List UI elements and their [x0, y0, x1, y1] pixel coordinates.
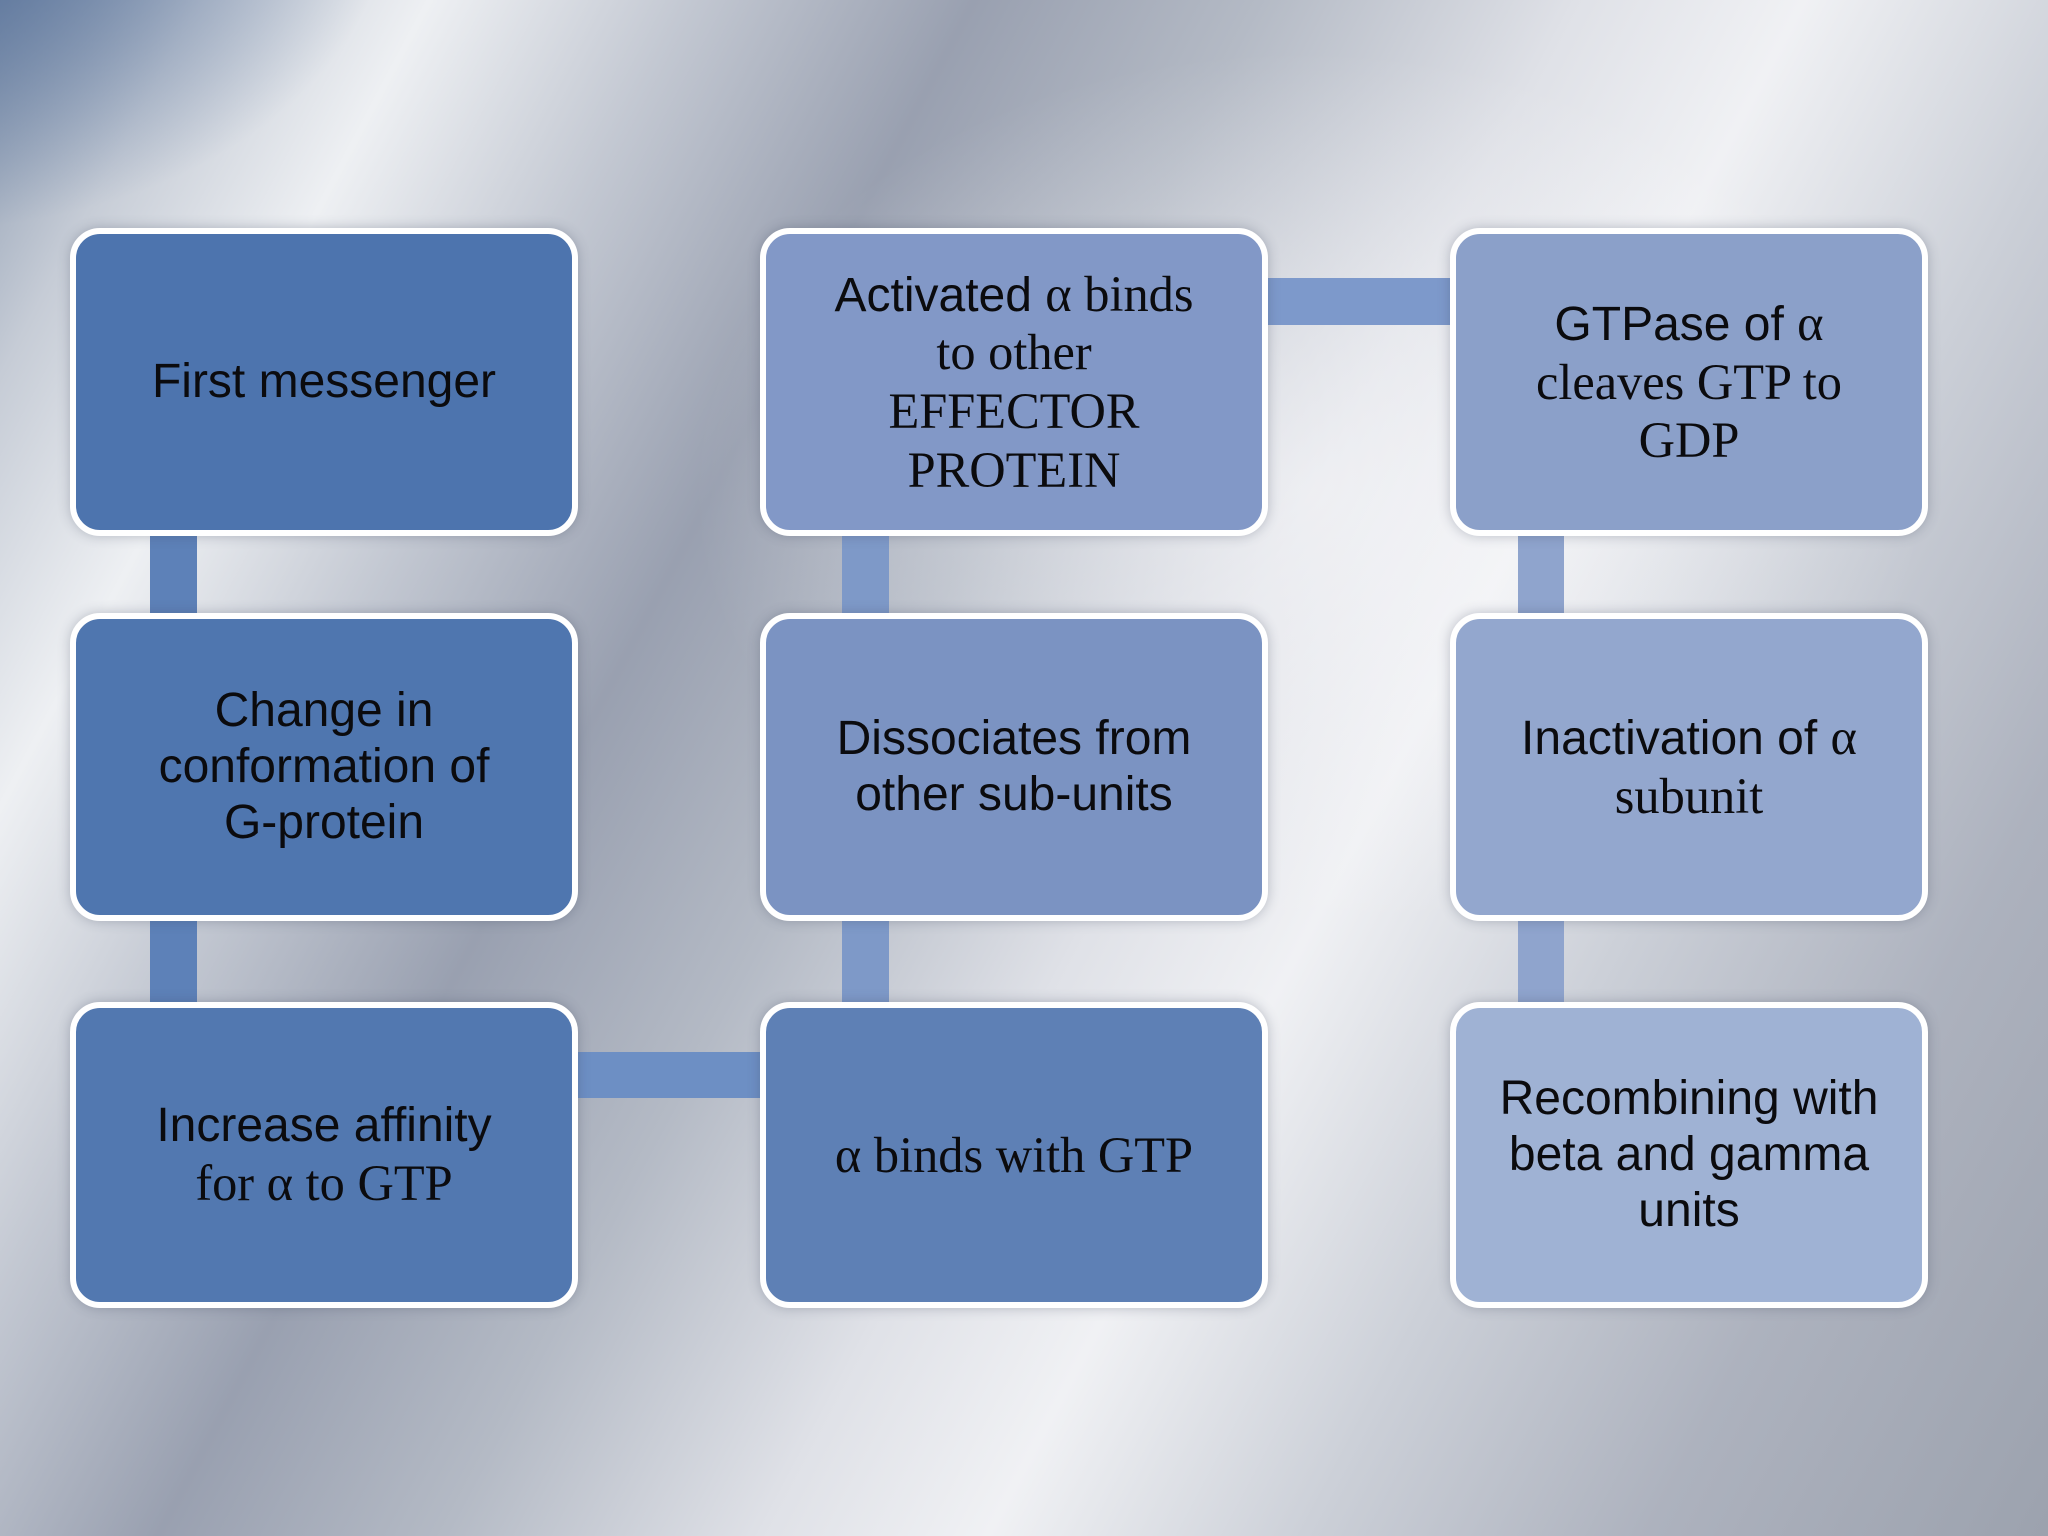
node-alpha-binds-gtp: α binds with GTP: [760, 1002, 1268, 1308]
connector-change-to-increase-affinity: [150, 908, 197, 1014]
node-first-messenger: First messenger: [70, 228, 578, 536]
connector-gtpase-to-inactivation: [1518, 521, 1564, 625]
connector-activated-alpha-to-gtpase: [1255, 278, 1465, 325]
node-inactivation-alpha-subunit: Inactivation of α subunit: [1450, 613, 1928, 921]
connector-increase-affinity-to-alpha-gtp: [560, 1052, 775, 1098]
node-text-segment: units: [1638, 1183, 1740, 1237]
node-text-segment: Change in: [214, 684, 434, 738]
node-text-segment: EFFECTOR: [888, 383, 1140, 439]
node-text-segment: Increase affinity: [156, 1098, 492, 1152]
node-text-segment: α binds with GTP: [834, 1126, 1194, 1183]
node-text-segment: G-protein: [223, 795, 425, 849]
node-text-segment: subunit: [1614, 768, 1764, 824]
node-first-messenger-label: First messenger: [102, 354, 546, 410]
node-text-segment: GTPase of: [1554, 297, 1798, 351]
node-text-segment: for α to GTP: [195, 1154, 453, 1211]
connector-inactivation-to-recombining: [1518, 908, 1564, 1014]
node-text-segment: beta and gamma: [1508, 1128, 1870, 1182]
node-text-segment: GDP: [1638, 412, 1740, 469]
node-text-segment: α: [1797, 294, 1824, 351]
node-text-segment: other sub-units: [855, 768, 1173, 821]
node-text-segment: Dissociates from: [836, 712, 1192, 766]
node-text-segment: to other: [936, 324, 1092, 381]
node-text-segment: Inactivation of: [1521, 712, 1831, 766]
connector-first-messenger-to-change: [150, 520, 197, 625]
node-text-segment: α: [1830, 709, 1857, 766]
node-text-segment: cleaves GTP to: [1536, 353, 1842, 410]
node-text-segment: PROTEIN: [907, 441, 1121, 498]
node-text-segment: Recombining with: [1499, 1072, 1879, 1126]
node-text-segment: α binds: [1045, 265, 1194, 322]
node-text-segment: First messenger: [151, 355, 497, 409]
connector-alpha-gtp-to-dissociates: [842, 906, 889, 1014]
node-text-segment: conformation of: [158, 740, 490, 794]
node-inactivation-alpha-subunit-label: Inactivation of α subunit: [1482, 708, 1896, 825]
node-text-segment: Activated: [834, 268, 1046, 322]
node-alpha-binds-gtp-label: α binds with GTP: [792, 1126, 1236, 1185]
